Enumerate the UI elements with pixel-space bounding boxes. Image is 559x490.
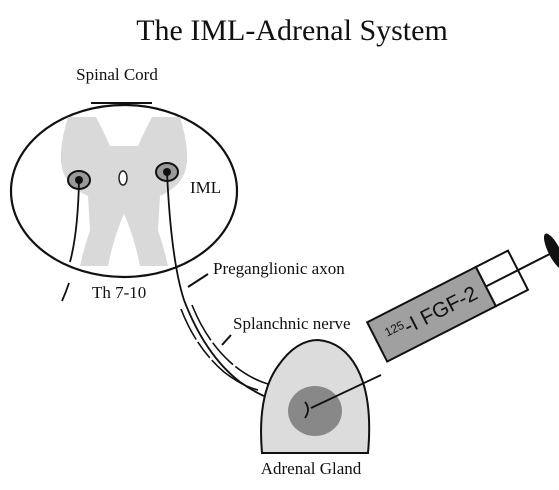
syringe-needle (310, 374, 382, 409)
splanchnic-nerve-sheath-outer (180, 308, 259, 391)
splanchnic-pointer (221, 334, 232, 346)
diagram-title: The IML-Adrenal System (136, 14, 448, 47)
syringe: 125-I FGF-2 (365, 233, 559, 363)
splanchnic-nerve-sheath-inner (191, 304, 269, 385)
iml-label: IML (190, 178, 221, 197)
plunger-thumb (543, 233, 559, 270)
left-axon-stub (61, 282, 70, 302)
adrenal-gland-label: Adrenal Gland (261, 459, 362, 478)
central-canal (118, 170, 128, 186)
adrenal-medulla (288, 386, 342, 436)
adrenal-gland (260, 338, 371, 454)
plunger-rod-inner (485, 269, 519, 288)
preganglionic-pointer (187, 273, 209, 288)
plunger-rod (517, 252, 553, 272)
preganglionic-axon-label: Preganglionic axon (213, 259, 345, 278)
grey-matter (60, 117, 188, 266)
left-axon (69, 179, 80, 263)
spinal-cord-section (9, 103, 239, 302)
splanchnic-nerve-label: Splanchnic nerve (233, 314, 351, 333)
segment-label: Th 7-10 (92, 283, 146, 302)
axon-terminal (304, 401, 309, 419)
spinal-cord-label: Spinal Cord (76, 65, 158, 84)
